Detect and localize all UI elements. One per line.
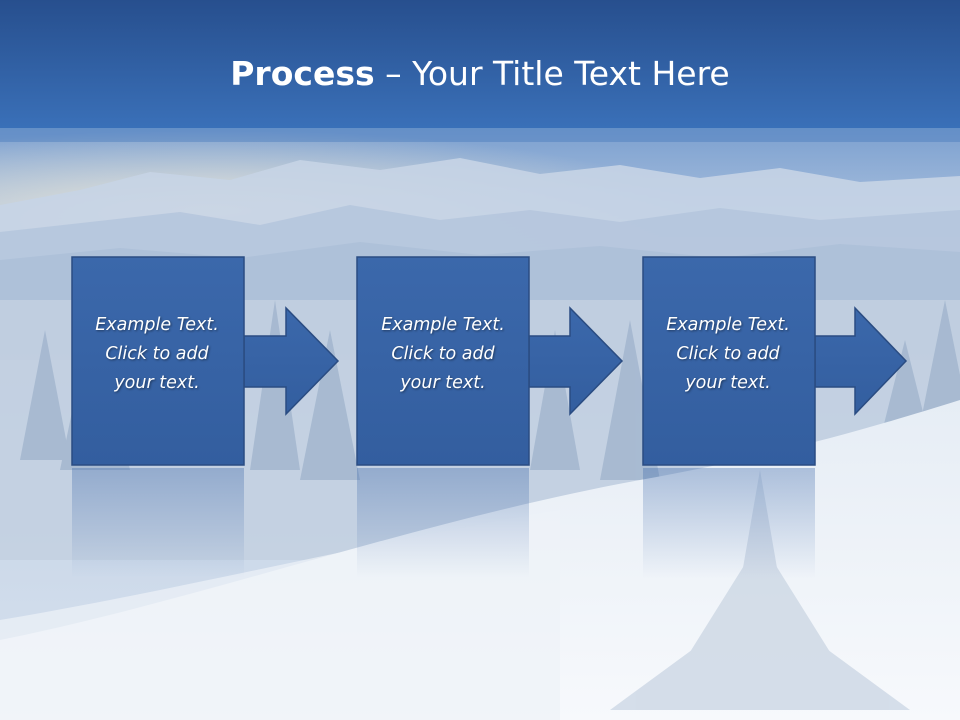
step-text-line: your text. (400, 373, 486, 393)
step-text-line: Click to add (105, 344, 209, 364)
step-1-text[interactable]: Example Text. Click to add your text. (70, 311, 244, 398)
step-text-line: Example Text. (666, 315, 790, 335)
process-step-2[interactable] (356, 256, 624, 466)
process-step-3[interactable] (642, 256, 908, 466)
step-3-text[interactable]: Example Text. Click to add your text. (641, 311, 815, 398)
step-text-line: Example Text. (381, 315, 505, 335)
step-text-line: your text. (114, 373, 200, 393)
process-step-1[interactable] (71, 256, 340, 466)
title-bold: Process (230, 54, 375, 93)
step-text-line: Click to add (676, 344, 780, 364)
title-rest: – Your Title Text Here (374, 54, 730, 93)
step-text-line: Example Text. (95, 315, 219, 335)
step-text-line: your text. (685, 373, 771, 393)
step-2-text[interactable]: Example Text. Click to add your text. (356, 311, 530, 398)
slide-title[interactable]: Process – Your Title Text Here (0, 52, 960, 96)
step-text-line: Click to add (391, 344, 495, 364)
